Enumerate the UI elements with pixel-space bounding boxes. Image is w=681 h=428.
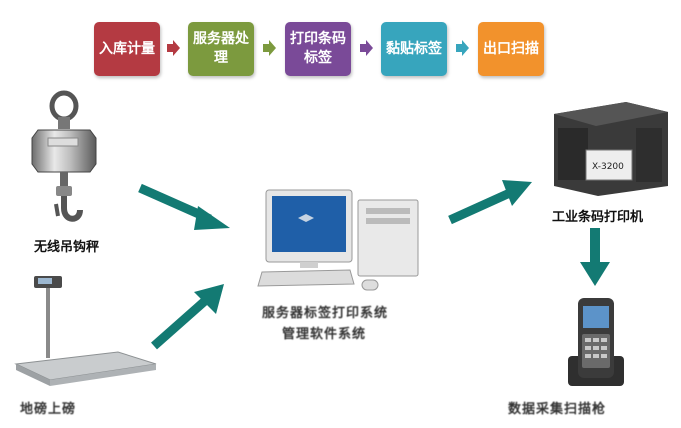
flow-arrow-icon bbox=[263, 40, 276, 56]
step-label: 出口扫描 bbox=[483, 40, 539, 57]
crane-scale-image bbox=[31, 90, 97, 222]
step-label: 服务器处理 bbox=[193, 31, 249, 66]
arrow-computer-to-printer-icon bbox=[448, 180, 532, 225]
step-label: 入库计量 bbox=[99, 40, 155, 57]
step-exit-scan: 出口扫描 bbox=[478, 22, 544, 76]
step-inbound-weighing: 入库计量 bbox=[94, 22, 160, 76]
computer-image bbox=[257, 189, 419, 291]
handheld-scanner-label: 数据采集扫描枪 bbox=[508, 402, 607, 417]
printer-image: X-3200 bbox=[554, 102, 668, 196]
computer-label-line1: 服务器标签打印系统 bbox=[262, 306, 389, 321]
computer-label-line2: 管理软件系统 bbox=[282, 327, 367, 342]
step-server-processing: 服务器处理 bbox=[188, 22, 254, 76]
step-print-barcode-label: 打印条码标签 bbox=[285, 22, 351, 76]
printer-model-text: X-3200 bbox=[592, 162, 624, 172]
step-apply-label: 黏贴标签 bbox=[381, 22, 447, 76]
step-label: 打印条码标签 bbox=[290, 31, 346, 66]
step-label: 黏贴标签 bbox=[386, 40, 442, 57]
arrow-crane-to-computer-icon bbox=[138, 183, 230, 230]
floor-scale-label: 地磅上磅 bbox=[20, 402, 77, 417]
handheld-scanner-image bbox=[568, 298, 624, 386]
crane-scale-label: 无线吊钩秤 bbox=[34, 240, 100, 255]
floor-scale-image bbox=[14, 276, 157, 386]
flow-arrow-icon bbox=[360, 40, 373, 56]
arrow-printer-to-scanner-icon bbox=[580, 228, 610, 286]
arrow-floor-to-computer-icon bbox=[151, 284, 224, 350]
printer-label: 工业条码打印机 bbox=[552, 210, 644, 225]
flow-arrow-icon bbox=[456, 40, 469, 56]
flow-arrow-icon bbox=[167, 40, 180, 56]
